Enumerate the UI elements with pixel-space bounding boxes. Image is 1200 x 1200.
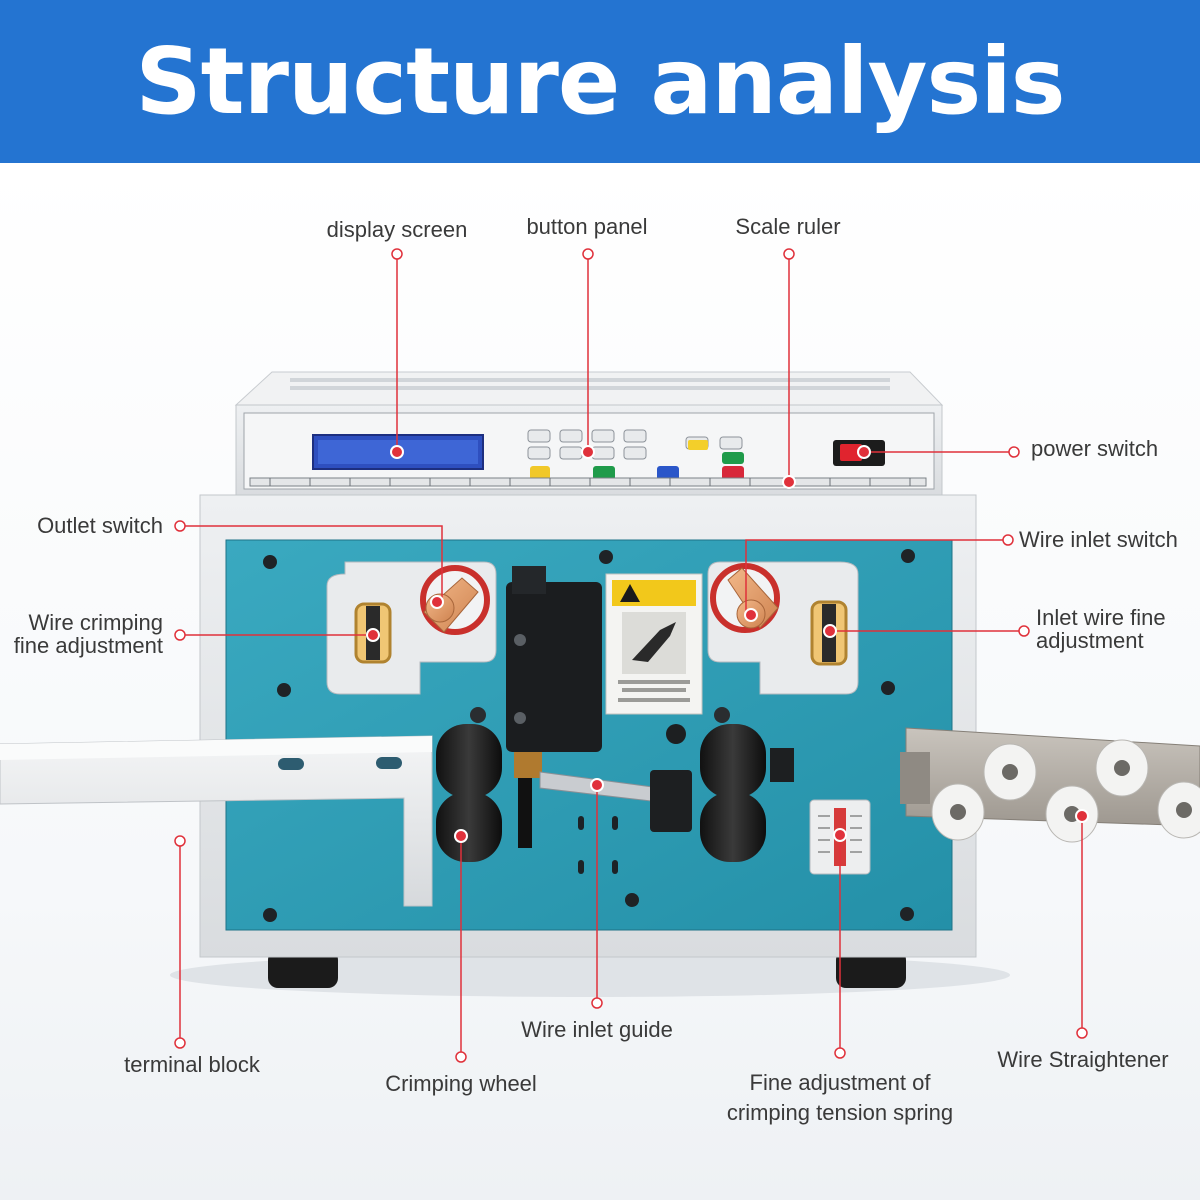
left-roller-top: [436, 724, 502, 798]
tray-top-lip: [0, 736, 432, 760]
cutter-block: [506, 582, 602, 752]
blade-rod: [518, 778, 532, 848]
label-inlet-wire-fine-line1: Inlet wire fine: [1036, 605, 1166, 630]
label-fine-adjustment-line2: crimping tension spring: [726, 1100, 954, 1125]
cutter-screw-1: [514, 634, 526, 646]
label-scale-ruler: Scale ruler: [735, 214, 841, 239]
machine-foot-left: [268, 950, 338, 988]
hand-icon: [632, 622, 676, 662]
left-roller-bottom: [436, 792, 502, 862]
label-crimping-wheel: Crimping wheel: [385, 1071, 537, 1096]
page-title: Structure analysis: [135, 28, 1065, 135]
label-wire-straightener: Wire Straightener: [997, 1047, 1169, 1072]
blade-holder: [514, 752, 542, 778]
callout-outlet-switch: [180, 525, 443, 602]
label-terminal-block: terminal block: [124, 1052, 260, 1077]
straightener-rollers: [931, 739, 1200, 843]
warning-label-header: [612, 580, 696, 606]
label-button-panel: button panel: [526, 214, 648, 239]
guide-clamp: [650, 770, 692, 832]
yellow-key: [688, 440, 708, 450]
label-power-switch: power switch: [1031, 436, 1159, 461]
red-key: [722, 466, 744, 480]
label-wire-crimping-line1: Wire crimping: [28, 610, 163, 635]
right-roller-lever: [770, 748, 794, 782]
label-wire-inlet-switch: Wire inlet switch: [1019, 527, 1178, 552]
label-wire-crimping-line2: fine adjustment: [13, 633, 163, 658]
title-banner: Structure analysis: [0, 0, 1200, 163]
left-roller-bolt: [470, 707, 486, 723]
floor-shadow: [170, 953, 1010, 997]
green-key-2: [722, 452, 744, 464]
callout-anchor-circles: [174, 248, 1088, 1063]
right-roller-top: [700, 724, 766, 798]
callout-target-dots: [366, 445, 1089, 843]
label-inlet-wire-fine-line2: adjustment: [1036, 628, 1144, 653]
machine-foot-right: [836, 950, 906, 988]
panel-slots: [578, 816, 618, 874]
label-wire-inlet-guide: Wire inlet guide: [521, 1017, 673, 1042]
power-switch-rocker: [840, 444, 862, 461]
panel-screws: [263, 549, 915, 922]
label-fine-adjustment: Fine adjustment of crimping tension spri…: [727, 1068, 953, 1128]
label-inlet-wire-fine: Inlet wire fine adjustment: [1036, 606, 1166, 652]
tension-gauge-ticks: [818, 815, 862, 853]
right-roller-bottom: [700, 792, 766, 862]
straightener-bracket: [900, 752, 930, 804]
callout-lines: [179, 254, 1083, 1057]
green-key: [593, 466, 615, 480]
label-wire-crimping: Wire crimping fine adjustment: [0, 611, 163, 657]
label-outlet-switch: Outlet switch: [37, 513, 163, 538]
cutter-block-top: [512, 566, 546, 594]
label-display-screen: display screen: [326, 217, 468, 242]
tray-bolt-2: [376, 757, 402, 769]
warning-triangle-icon: [620, 584, 640, 602]
guide-knob: [666, 724, 686, 744]
top-vents: [290, 378, 890, 390]
label-fine-adjustment-line1: Fine adjustment of: [749, 1070, 931, 1095]
right-roller-bolt: [714, 707, 730, 723]
yellow-start-key: [530, 466, 550, 480]
warning-label-text-lines: [618, 680, 690, 702]
scale-ruler: [249, 477, 927, 487]
tray-bolt-1: [278, 758, 304, 770]
blue-key: [657, 466, 679, 480]
cutter-screw-2: [514, 712, 526, 724]
callout-wire-inlet-switch: [745, 539, 1008, 615]
